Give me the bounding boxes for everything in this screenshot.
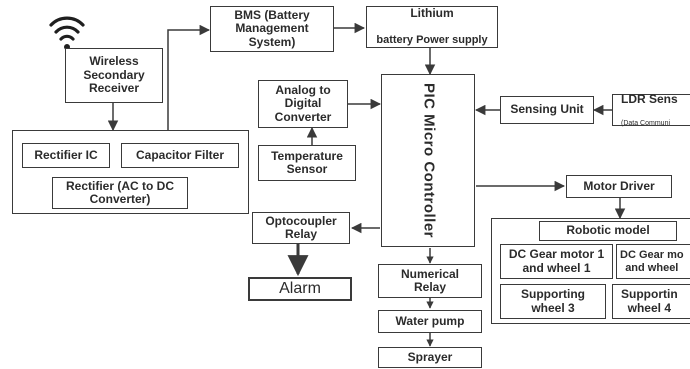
alarm-block: Alarm bbox=[248, 277, 352, 301]
lithium-power-supply-block: Lithium battery Power supply bbox=[366, 6, 498, 48]
robotic-model-title: Robotic model bbox=[539, 221, 677, 241]
arrow-rectifier-to-bms bbox=[167, 24, 211, 130]
wifi-icon bbox=[49, 16, 85, 50]
dc-gear-motor-1-block: DC Gear motor 1 and wheel 1 bbox=[500, 244, 613, 279]
rectifier-ic-block: Rectifier IC bbox=[22, 143, 110, 168]
water-pump-block: Water pump bbox=[378, 310, 482, 333]
bms-block: BMS (Battery Management System) bbox=[210, 6, 334, 52]
dc-gear-motor-2-block: DC Gear mo and wheel bbox=[616, 244, 690, 279]
ldr-sensor-block: LDR Sens (Data Communi bbox=[612, 92, 690, 127]
sensing-unit-block: Sensing Unit bbox=[500, 96, 594, 124]
capacitor-filter-block: Capacitor Filter bbox=[121, 143, 239, 168]
wireless-receiver-block: Wireless Secondary Receiver bbox=[65, 48, 163, 103]
supporting-wheel-3-block: Supporting wheel 3 bbox=[500, 284, 606, 319]
adc-block: Analog to Digital Converter bbox=[258, 80, 348, 128]
numerical-relay-block: Numerical Relay bbox=[378, 264, 482, 298]
pic-microcontroller-block: PIC Micro Controller bbox=[381, 74, 475, 247]
temperature-sensor-block: Temperature Sensor bbox=[258, 145, 356, 181]
rectifier-group bbox=[12, 130, 249, 214]
rectifier-ac-dc-block: Rectifier (AC to DC Converter) bbox=[52, 177, 188, 209]
robotic-model-group bbox=[491, 218, 690, 324]
motor-driver-block: Motor Driver bbox=[566, 175, 672, 198]
sprayer-block: Sprayer bbox=[378, 347, 482, 368]
supporting-wheel-4-block: Supportin wheel 4 bbox=[612, 284, 690, 319]
optocoupler-relay-block: Optocoupler Relay bbox=[252, 212, 350, 244]
